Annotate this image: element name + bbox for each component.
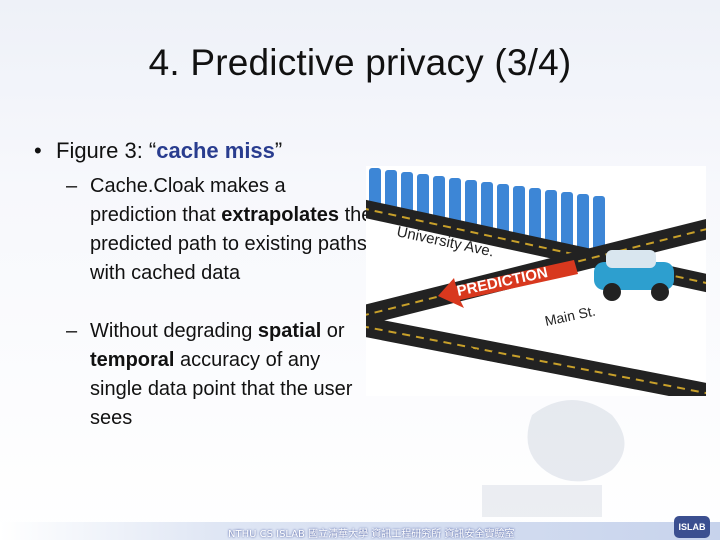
bullet-prefix: Figure 3: “ xyxy=(56,138,157,163)
bullet-dot: • xyxy=(34,138,42,163)
main-bullet: • Figure 3: “cache miss” xyxy=(34,138,282,164)
sub2-text-b: or xyxy=(321,320,345,342)
sub2-bold-spatial: spatial xyxy=(257,320,322,342)
sub-bullet-dash: – xyxy=(66,175,78,197)
islab-logo-icon: ISLAB xyxy=(674,516,710,538)
lab-logo-watermark-icon xyxy=(482,400,625,517)
footer-text: NTHU CS ISLAB 國立清華大學 資訊工程研究所 資訊安全實驗室 xyxy=(228,529,515,540)
sub-bullet-2-text: Without degrading spatial or temporal ac… xyxy=(90,317,375,433)
bullet-suffix: ” xyxy=(274,138,283,163)
cached-data-cylinders xyxy=(369,168,605,264)
slide-title: 4. Predictive privacy (3/4) xyxy=(148,42,572,83)
sub1-bold-extrapolates: extrapolates xyxy=(221,204,340,226)
car-icon xyxy=(594,250,674,301)
footer-bar: NTHU CS ISLAB 國立清華大學 資訊工程研究所 資訊安全實驗室 xyxy=(0,522,720,540)
sub-bullet-1-text: Cache.Cloak makes a prediction that extr… xyxy=(90,172,375,288)
sub-bullet-dash: – xyxy=(66,320,78,342)
sub2-text-a: Without degrading xyxy=(90,320,258,342)
sub2-bold-temporal: temporal xyxy=(90,349,175,371)
sub2-text-c: accuracy of any single data point that t… xyxy=(90,349,353,429)
sub1-text-b: the predicted path to existing paths wit… xyxy=(90,204,373,284)
sub1-text-a: Cache.Cloak makes a prediction that xyxy=(90,175,286,226)
cache-miss-figure: University Ave. Main St. Stadium Dr. PRE… xyxy=(366,166,706,396)
bullet-emphasis: cache miss xyxy=(156,138,275,163)
